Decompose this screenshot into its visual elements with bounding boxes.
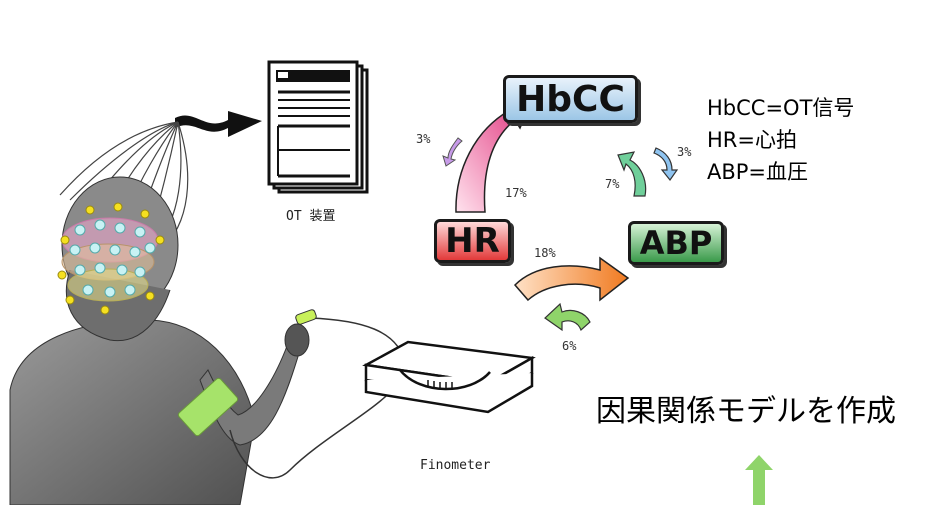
pct-hr-to-hbcc: 17% [505,186,527,200]
arrow-abp-to-hbcc [617,151,647,197]
ot-device-icon [267,60,369,194]
arrow-hr-to-abp [513,256,630,302]
arrow-hbcc-to-hr [442,137,463,167]
legend-hr: HR=心拍 [707,128,797,152]
ot-device-caption: OT 装置 [286,209,336,224]
cable-to-device-arrow [175,111,262,137]
up-arrow-icon [745,455,773,505]
finometer-caption: Finometer [420,458,491,473]
legend-hbcc: HbCC=OT信号 [707,96,855,120]
node-abp: ABP [628,221,724,265]
pct-hr-to-abp: 18% [534,246,556,260]
arrow-hbcc-to-abp [653,147,679,182]
node-hr: HR [434,219,511,263]
finometer-device-icon [362,340,536,414]
arrow-abp-to-hr [544,302,591,332]
pct-hbcc-to-abp: 3% [677,145,692,159]
pct-hbcc-to-hr: 3% [416,132,431,146]
pct-abp-to-hbcc: 7% [605,177,620,191]
node-hbcc: HbCC [503,75,638,123]
subject-figure [9,176,310,505]
pct-abp-to-hr: 6% [562,339,577,353]
finometer-cable [229,317,406,479]
legend-abp: ABP=血圧 [707,160,809,184]
armband-sensor [177,377,239,437]
finger-cuff [295,309,317,325]
causal-model-label: 因果関係モデルを作成 [596,394,896,429]
